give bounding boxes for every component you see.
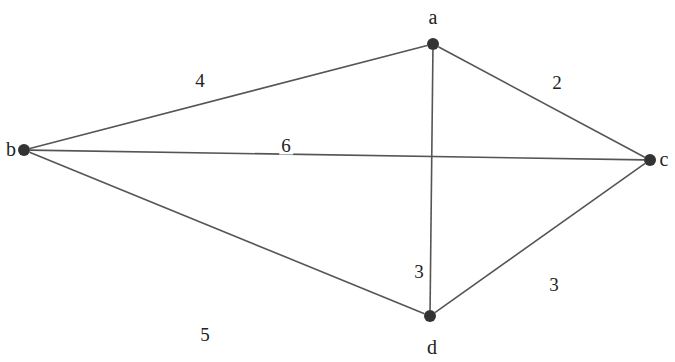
vertex-label: c (660, 149, 669, 169)
graph-vertex: b (18, 144, 30, 156)
graph-edge (30, 152, 425, 313)
graph-vertex: a (427, 38, 439, 50)
graph-edge (435, 163, 645, 312)
edge-weight: 6 (279, 136, 293, 155)
graph-edge (30, 46, 427, 149)
vertex-label: b (6, 139, 16, 159)
vertex-label: a (429, 7, 438, 27)
edge-weight: 5 (198, 325, 212, 344)
graph-edge (438, 47, 644, 157)
graph-edge (30, 150, 644, 160)
edge-weight: 3 (412, 262, 426, 281)
edge-weight: 4 (193, 71, 207, 90)
edge-weight: 3 (547, 275, 561, 294)
graph-vertex: c (644, 154, 656, 166)
graph-edge (430, 50, 433, 310)
vertex-label: d (427, 337, 437, 357)
graph-vertex: d (424, 310, 436, 322)
edge-weight: 2 (550, 73, 564, 92)
